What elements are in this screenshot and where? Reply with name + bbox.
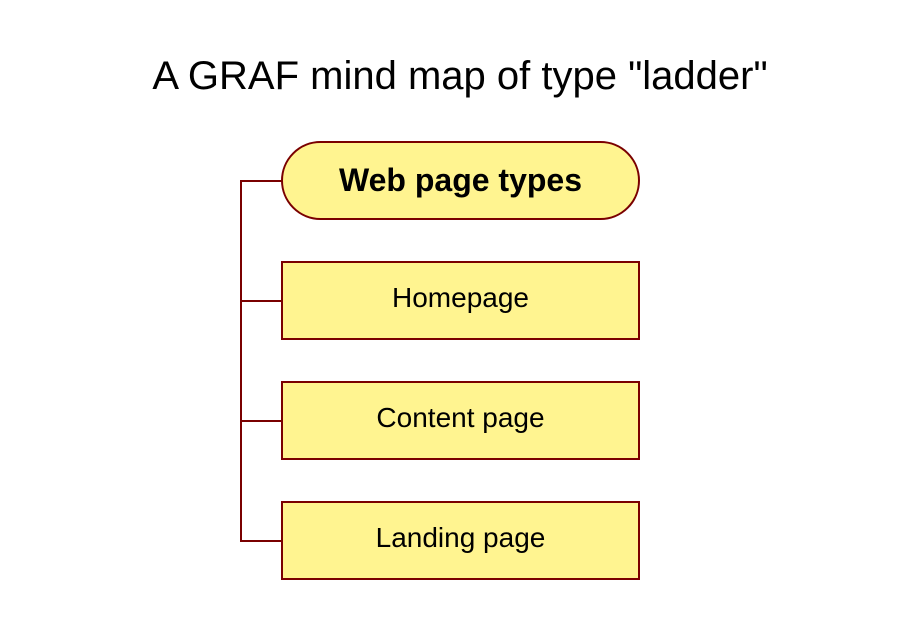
child-node-content-page: Content page — [281, 381, 640, 460]
diagram-title: A GRAF mind map of type "ladder" — [152, 54, 768, 98]
child-node-homepage: Homepage — [281, 261, 640, 340]
root-node: Web page types — [281, 141, 640, 220]
child-node-landing-page: Landing page — [281, 501, 640, 580]
